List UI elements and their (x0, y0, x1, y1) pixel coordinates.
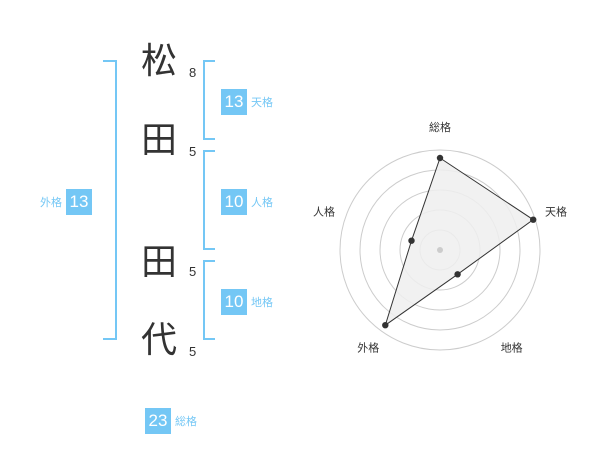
name-char-3: 田 (140, 242, 177, 283)
radar-axis-label-2: 天格 (545, 204, 567, 218)
radar-axis-label-1: 総格 (429, 120, 451, 134)
gaikaku-bracket (103, 60, 117, 340)
stroke-count-1: 8 (189, 65, 197, 80)
radar-center (437, 247, 443, 253)
radar-axis-label-4: 外格 (357, 341, 379, 355)
gaikaku-label: 外格 (40, 196, 62, 209)
radar-point-5 (408, 237, 415, 244)
soukaku-badge: 23 総格 (145, 408, 197, 434)
jinkaku-value: 10 (221, 189, 247, 215)
gaikaku-badge: 外格 13 (40, 189, 92, 215)
radar-polygon (384, 157, 535, 327)
radar-axis-label-5: 人格 (313, 204, 335, 218)
radar-point-2 (530, 216, 537, 223)
jinkaku-label: 人格 (251, 196, 273, 209)
chikaku-badge: 10 地格 (221, 289, 273, 315)
jinkaku-bracket (203, 150, 215, 250)
tenkaku-value: 13 (221, 89, 247, 115)
radar-point-1 (436, 154, 444, 162)
radar-axis-label-3: 地格 (501, 341, 523, 355)
tenkaku-badge: 13 天格 (221, 89, 273, 115)
soukaku-label: 総格 (175, 415, 197, 428)
chikaku-value: 10 (221, 289, 247, 315)
jinkaku-badge: 10 人格 (221, 189, 273, 215)
name-char-4: 代 (140, 320, 177, 361)
gaikaku-value: 13 (66, 189, 92, 215)
tenkaku-bracket (203, 60, 215, 140)
soukaku-value: 23 (145, 408, 171, 434)
radar-ring-5 (339, 149, 541, 351)
stroke-count-4: 5 (189, 344, 197, 359)
radar-point-4 (382, 322, 389, 329)
name-char-1: 松 (140, 41, 177, 82)
stroke-count-2: 5 (189, 144, 197, 159)
name-char-2: 田 (140, 120, 177, 161)
tenkaku-label: 天格 (251, 96, 273, 109)
stroke-count-3: 5 (189, 264, 197, 279)
radar-point-3 (454, 271, 461, 278)
chikaku-label: 地格 (251, 296, 273, 309)
chikaku-bracket (203, 260, 215, 340)
